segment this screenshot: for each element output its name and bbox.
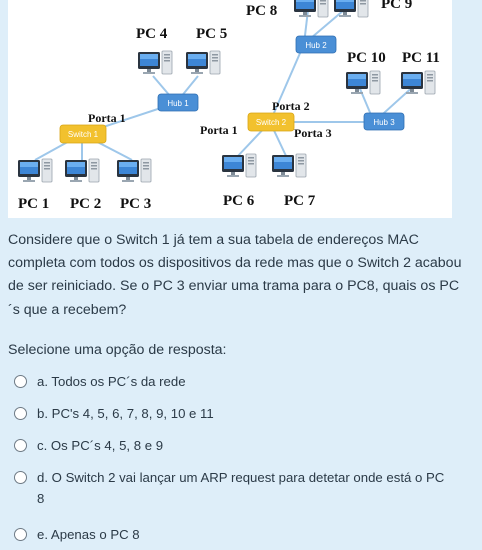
option-a-label: a. Todos os PC´s da rede	[37, 374, 186, 389]
svg-text:Hub 3: Hub 3	[373, 118, 395, 127]
pc-label: PC 8	[246, 3, 277, 19]
port-label: Porta 1	[88, 111, 126, 125]
svg-text:Hub 1: Hub 1	[167, 99, 189, 108]
option-b[interactable]: b. PC's 4, 5, 6, 7, 8, 9, 10 e 11	[14, 406, 454, 424]
svg-text:Switch 2: Switch 2	[256, 118, 287, 127]
pc-10-icon	[345, 70, 381, 95]
option-a[interactable]: a. Todos os PC´s da rede	[14, 374, 454, 392]
pc-11-icon	[400, 70, 436, 95]
svg-text:Switch 1: Switch 1	[68, 130, 99, 139]
pc-7-icon	[271, 153, 307, 178]
pc-8-icon	[293, 0, 329, 18]
pc-label: PC 3	[120, 196, 151, 212]
option-e-label: e. Apenas o PC 8	[37, 527, 140, 542]
pc-label: PC 10	[347, 50, 386, 66]
radio-b[interactable]	[14, 407, 27, 420]
pc-label: PC 6	[223, 193, 255, 209]
port-label: Porta 2	[272, 99, 310, 113]
network-diagram: Switch 1 Switch 2 Hub 1 Hub 2 Hub 3 Port…	[8, 0, 452, 218]
radio-d[interactable]	[14, 471, 27, 484]
option-d-label: d. O Switch 2 vai lançar um ARP request …	[37, 470, 445, 506]
pc-label: PC 2	[70, 196, 101, 212]
answer-prompt: Selecione uma opção de resposta:	[8, 342, 227, 358]
option-c-label: c. Os PC´s 4, 5, 8 e 9	[37, 438, 164, 453]
pc-5-icon	[185, 50, 221, 75]
pc-label: PC 11	[402, 50, 440, 66]
pc-label: PC 1	[18, 196, 49, 212]
option-e[interactable]: e. Apenas o PC 8	[14, 527, 454, 545]
option-d[interactable]: d. O Switch 2 vai lançar um ARP request …	[14, 470, 454, 509]
switch-2: Switch 2	[247, 112, 295, 132]
pc-6-icon	[221, 153, 257, 178]
question-text: Considere que o Switch 1 já tem a sua ta…	[8, 232, 462, 318]
port-label: Porta 3	[294, 126, 332, 140]
option-c[interactable]: c. Os PC´s 4, 5, 8 e 9	[14, 438, 454, 456]
switch-1: Switch 1	[59, 124, 107, 144]
pc-3-icon	[116, 158, 152, 183]
option-b-label: b. PC's 4, 5, 6, 7, 8, 9, 10 e 11	[37, 406, 214, 421]
radio-a[interactable]	[14, 375, 27, 388]
pc-2-icon	[64, 158, 100, 183]
pc-label: PC 7	[284, 193, 316, 209]
pc-1-icon	[17, 158, 53, 183]
pc-4-icon	[137, 50, 173, 75]
pc-label: PC 5	[196, 26, 227, 42]
radio-c[interactable]	[14, 439, 27, 452]
hub-1: Hub 1	[157, 93, 199, 112]
pc-label: PC 9	[381, 0, 412, 12]
radio-e[interactable]	[14, 528, 27, 541]
pc-label: PC 4	[136, 26, 168, 42]
port-label: Porta 1	[200, 123, 238, 137]
hub-2: Hub 2	[295, 35, 337, 54]
svg-text:Hub 2: Hub 2	[305, 41, 327, 50]
hub-3: Hub 3	[363, 112, 405, 131]
